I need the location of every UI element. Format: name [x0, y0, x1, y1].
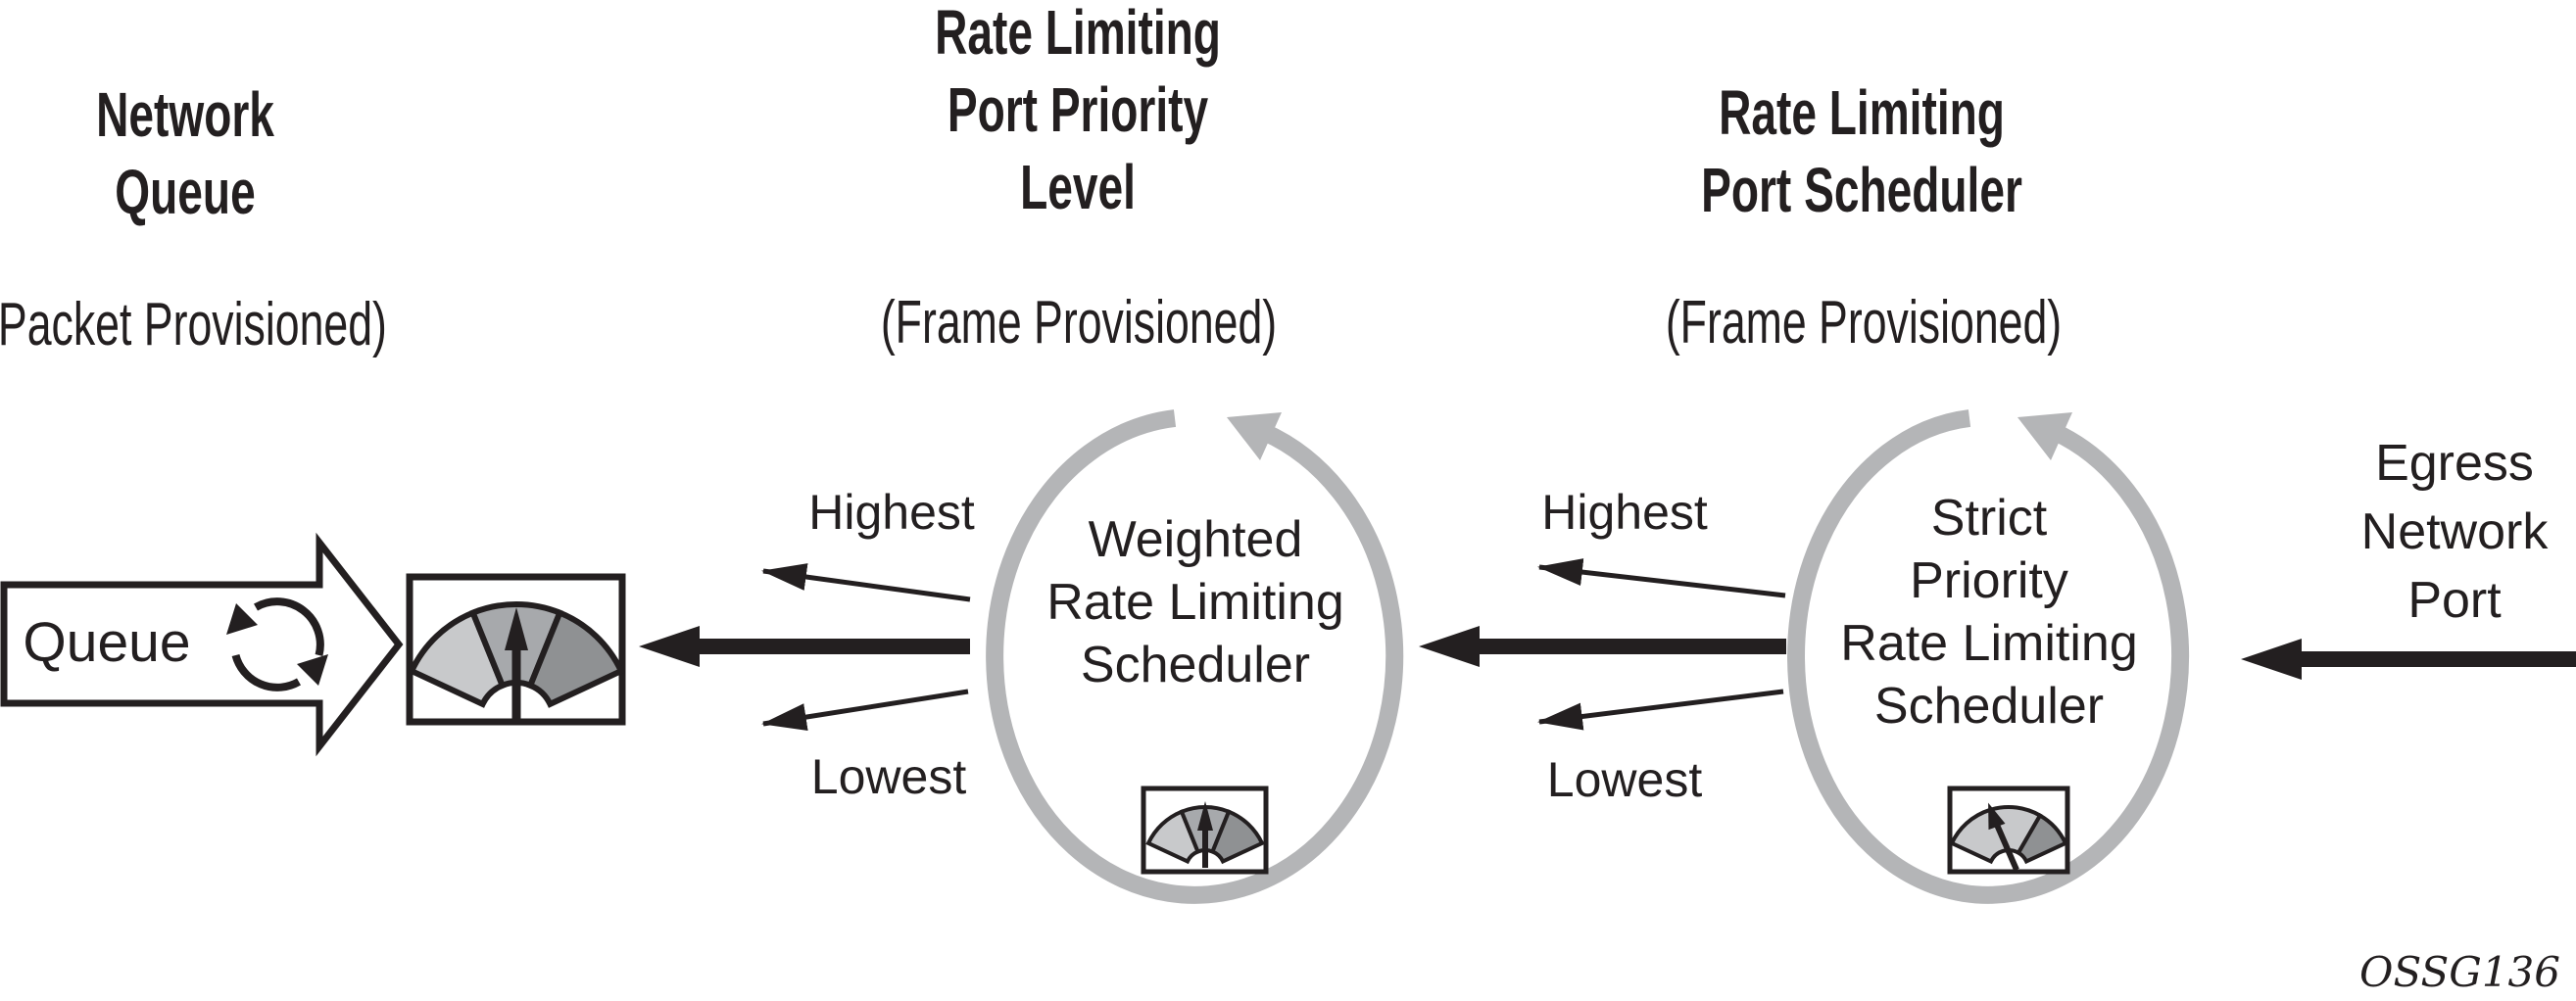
scheduler-label-weighted: Weighted Rate Limiting Scheduler: [1046, 508, 1343, 696]
egress-network-port-label: Egress Network Port: [2361, 429, 2549, 635]
title-line: Port Priority: [947, 74, 1209, 145]
scheduler-label-strict: Strict Priority Rate Limiting Scheduler: [1840, 487, 2137, 738]
rotation-arrow-ring-icon-weighted: [986, 409, 1404, 904]
left-flow-arrow-egress: [2241, 639, 2576, 680]
column-subtitle-frame-provisioned-right: (Frame Provisioned): [1665, 289, 2063, 357]
egress-label-line: Egress: [2375, 435, 2534, 492]
scheduler-label-line: Scheduler: [1873, 678, 2105, 735]
title-line: Queue: [115, 157, 256, 227]
rotation-arrow-ring-icon-strict: [1787, 409, 2190, 904]
highest-priority-arrow-weighted: [761, 563, 971, 602]
gauge-meter-icon-strict: [1947, 786, 2070, 875]
title-line: Rate Limiting: [1719, 77, 2005, 148]
scheduler-label-line: Weighted: [1088, 511, 1303, 568]
circular-arrows-icon: [226, 597, 328, 691]
left-flow-arrow-queue: [639, 626, 970, 667]
title-line: Network: [96, 79, 274, 150]
column-subtitle-packet-provisioned: (Packet Provisioned): [0, 291, 387, 358]
highest-priority-arrow-strict: [1537, 558, 1786, 598]
column-title-port-priority-level: Rate Limiting Port Priority Level: [935, 0, 1221, 226]
scheduler-label-line: Strict: [1930, 490, 2048, 547]
figure-code: OSSG136: [2359, 948, 2560, 996]
scheduler-label-line: Scheduler: [1080, 637, 1311, 693]
lowest-priority-arrow-strict: [1537, 689, 1784, 731]
column-subtitle-frame-provisioned-mid: (Frame Provisioned): [880, 289, 1278, 357]
title-line: Level: [1020, 152, 1136, 222]
gauge-meter-icon-weighted: [1141, 786, 1269, 875]
queue-label: Queue: [23, 611, 191, 674]
column-title-port-scheduler: Rate Limiting Port Scheduler: [1701, 74, 2022, 229]
scheduler-label-line: Rate Limiting: [1046, 574, 1344, 631]
queue-block-arrow: [0, 532, 404, 757]
lowest-label-strict: Lowest: [1546, 752, 1703, 807]
lowest-label-weighted: Lowest: [810, 749, 967, 804]
egress-label-line: Network: [2360, 503, 2549, 560]
highest-label-strict: Highest: [1541, 485, 1708, 540]
scheduler-label-line: Priority: [1910, 552, 2068, 609]
gauge-meter-icon-large: [406, 573, 626, 726]
title-line: Port Scheduler: [1701, 155, 2022, 225]
scheduler-label-line: Rate Limiting: [1840, 615, 2138, 672]
left-flow-arrow-mid: [1419, 626, 1786, 667]
title-line: Rate Limiting: [935, 0, 1221, 68]
column-title-network-queue: Network Queue: [96, 76, 274, 231]
highest-label-weighted: Highest: [808, 485, 975, 540]
lowest-priority-arrow-weighted: [761, 689, 969, 731]
egress-label-line: Port: [2407, 572, 2502, 629]
